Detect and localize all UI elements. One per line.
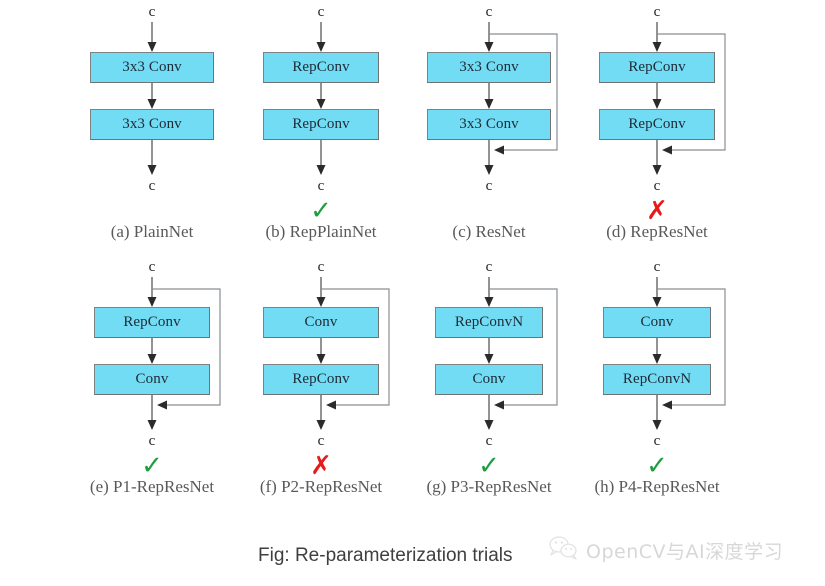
channel-label-in: c <box>317 4 325 20</box>
op-block-2[interactable]: RepConv <box>263 109 379 140</box>
channel-label-out: c <box>148 433 156 449</box>
op-block-2[interactable]: 3x3 Conv <box>427 109 551 140</box>
op-block-1[interactable]: 3x3 Conv <box>427 52 551 83</box>
op-block-1[interactable]: RepConv <box>599 52 715 83</box>
panel-plainnet: c 3x3 Conv 3x3 Conv c (a) PlainNet <box>62 0 242 255</box>
flow-arrows-repplainnet <box>316 22 326 175</box>
flow-arrows-p4-represnet <box>652 277 726 430</box>
op-block-1[interactable]: Conv <box>603 307 711 338</box>
watermark-text: OpenCV与AI深度学习 <box>586 541 784 563</box>
diagram-resnet: c 3x3 Conv 3x3 Conv c <box>399 0 579 212</box>
figure-caption: Fig: Re-parameterization trials <box>258 545 513 566</box>
op-block-2[interactable]: RepConv <box>263 364 379 395</box>
flow-arrows-p3-represnet <box>484 277 558 430</box>
op-block-2[interactable]: RepConvN <box>603 364 711 395</box>
panel-caption: (a) PlainNet <box>110 222 194 241</box>
flow-arrows-plainnet <box>147 22 157 175</box>
channel-label-out: c <box>317 178 325 194</box>
panel-caption: (h) P4-RepResNet <box>594 477 720 496</box>
flow-arrows-represnet <box>652 22 726 175</box>
wechat-icon <box>548 535 578 566</box>
verdict-mark: ✗ <box>646 196 668 226</box>
residual-path <box>489 288 558 406</box>
panel-caption: (d) RepResNet <box>606 222 708 241</box>
panel-represnet: c RepConv RepConv c ✗ (d) RepResNet <box>567 0 747 255</box>
panel-p1-represnet: c RepConv Conv c ✓ (e) P1-RepResNet <box>62 255 242 510</box>
panel-p3-represnet: c RepConvN Conv c ✓ (g) P3-RepResNet <box>399 255 579 510</box>
channel-label-out: c <box>485 433 493 449</box>
watermark: OpenCV与AI深度学习 <box>548 535 783 566</box>
panel-resnet: c 3x3 Conv 3x3 Conv c (c) ResNet <box>399 0 579 255</box>
panel-caption: (e) P1-RepResNet <box>89 477 215 496</box>
op-block-1[interactable]: Conv <box>263 307 379 338</box>
flow-arrows-p1-represnet <box>147 277 221 430</box>
diagram-p2-represnet: c Conv RepConv c <box>231 255 411 467</box>
panel-repplainnet: c RepConv RepConv c ✓ (b) RepPlainNet <box>231 0 411 255</box>
op-block-2[interactable]: Conv <box>435 364 543 395</box>
panel-caption: (f) P2-RepResNet <box>259 477 383 496</box>
panel-caption: (g) P3-RepResNet <box>426 477 552 496</box>
diagram-p4-represnet: c Conv RepConvN c <box>567 255 747 467</box>
op-block-2[interactable]: Conv <box>94 364 210 395</box>
channel-label-in: c <box>148 4 156 20</box>
residual-path <box>489 33 558 151</box>
diagram-p1-represnet: c RepConv Conv c <box>62 255 242 467</box>
channel-label-in: c <box>485 259 493 275</box>
channel-label-out: c <box>485 178 493 194</box>
verdict-mark: ✗ <box>310 451 332 481</box>
op-block-1[interactable]: 3x3 Conv <box>90 52 214 83</box>
flow-arrows-resnet <box>484 22 558 175</box>
op-block-2[interactable]: 3x3 Conv <box>90 109 214 140</box>
panel-caption: (b) RepPlainNet <box>265 222 377 241</box>
op-block-1[interactable]: RepConv <box>263 52 379 83</box>
channel-label-in: c <box>485 4 493 20</box>
op-block-1[interactable]: RepConvN <box>435 307 543 338</box>
diagram-p3-represnet: c RepConvN Conv c <box>399 255 579 467</box>
channel-label-out: c <box>317 433 325 449</box>
verdict-mark: ✓ <box>310 196 332 226</box>
channel-label-in: c <box>653 259 661 275</box>
verdict-mark: ✓ <box>141 451 163 481</box>
op-block-2[interactable]: RepConv <box>599 109 715 140</box>
panel-p4-represnet: c Conv RepConvN c ✓ (h) P4-RepResNet <box>567 255 747 510</box>
panel-caption: (c) ResNet <box>452 222 526 241</box>
verdict-mark: ✓ <box>478 451 500 481</box>
residual-path <box>152 288 221 406</box>
residual-path <box>657 33 726 151</box>
diagram-plainnet: c 3x3 Conv 3x3 Conv c <box>62 0 242 212</box>
flow-arrows-p2-represnet <box>316 277 390 430</box>
channel-label-out: c <box>148 178 156 194</box>
residual-path <box>657 288 726 406</box>
channel-label-in: c <box>317 259 325 275</box>
diagram-represnet: c RepConv RepConv c <box>567 0 747 212</box>
verdict-mark: ✓ <box>646 451 668 481</box>
channel-label-in: c <box>653 4 661 20</box>
channel-label-in: c <box>148 259 156 275</box>
channel-label-out: c <box>653 178 661 194</box>
channel-label-out: c <box>653 433 661 449</box>
panel-p2-represnet: c Conv RepConv c ✗ (f) P2-RepResNet <box>231 255 411 510</box>
diagram-repplainnet: c RepConv RepConv c <box>231 0 411 212</box>
residual-path <box>321 288 390 406</box>
op-block-1[interactable]: RepConv <box>94 307 210 338</box>
